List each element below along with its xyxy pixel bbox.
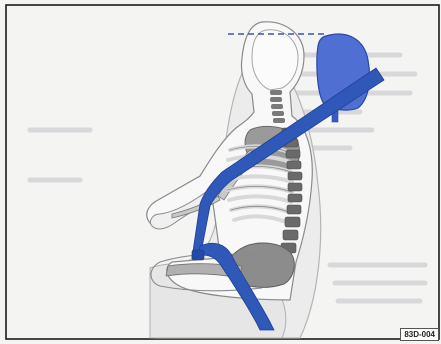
skull — [252, 30, 298, 90]
figure-part-code: 83D-004 — [400, 328, 439, 341]
belt-buckle — [192, 250, 204, 260]
